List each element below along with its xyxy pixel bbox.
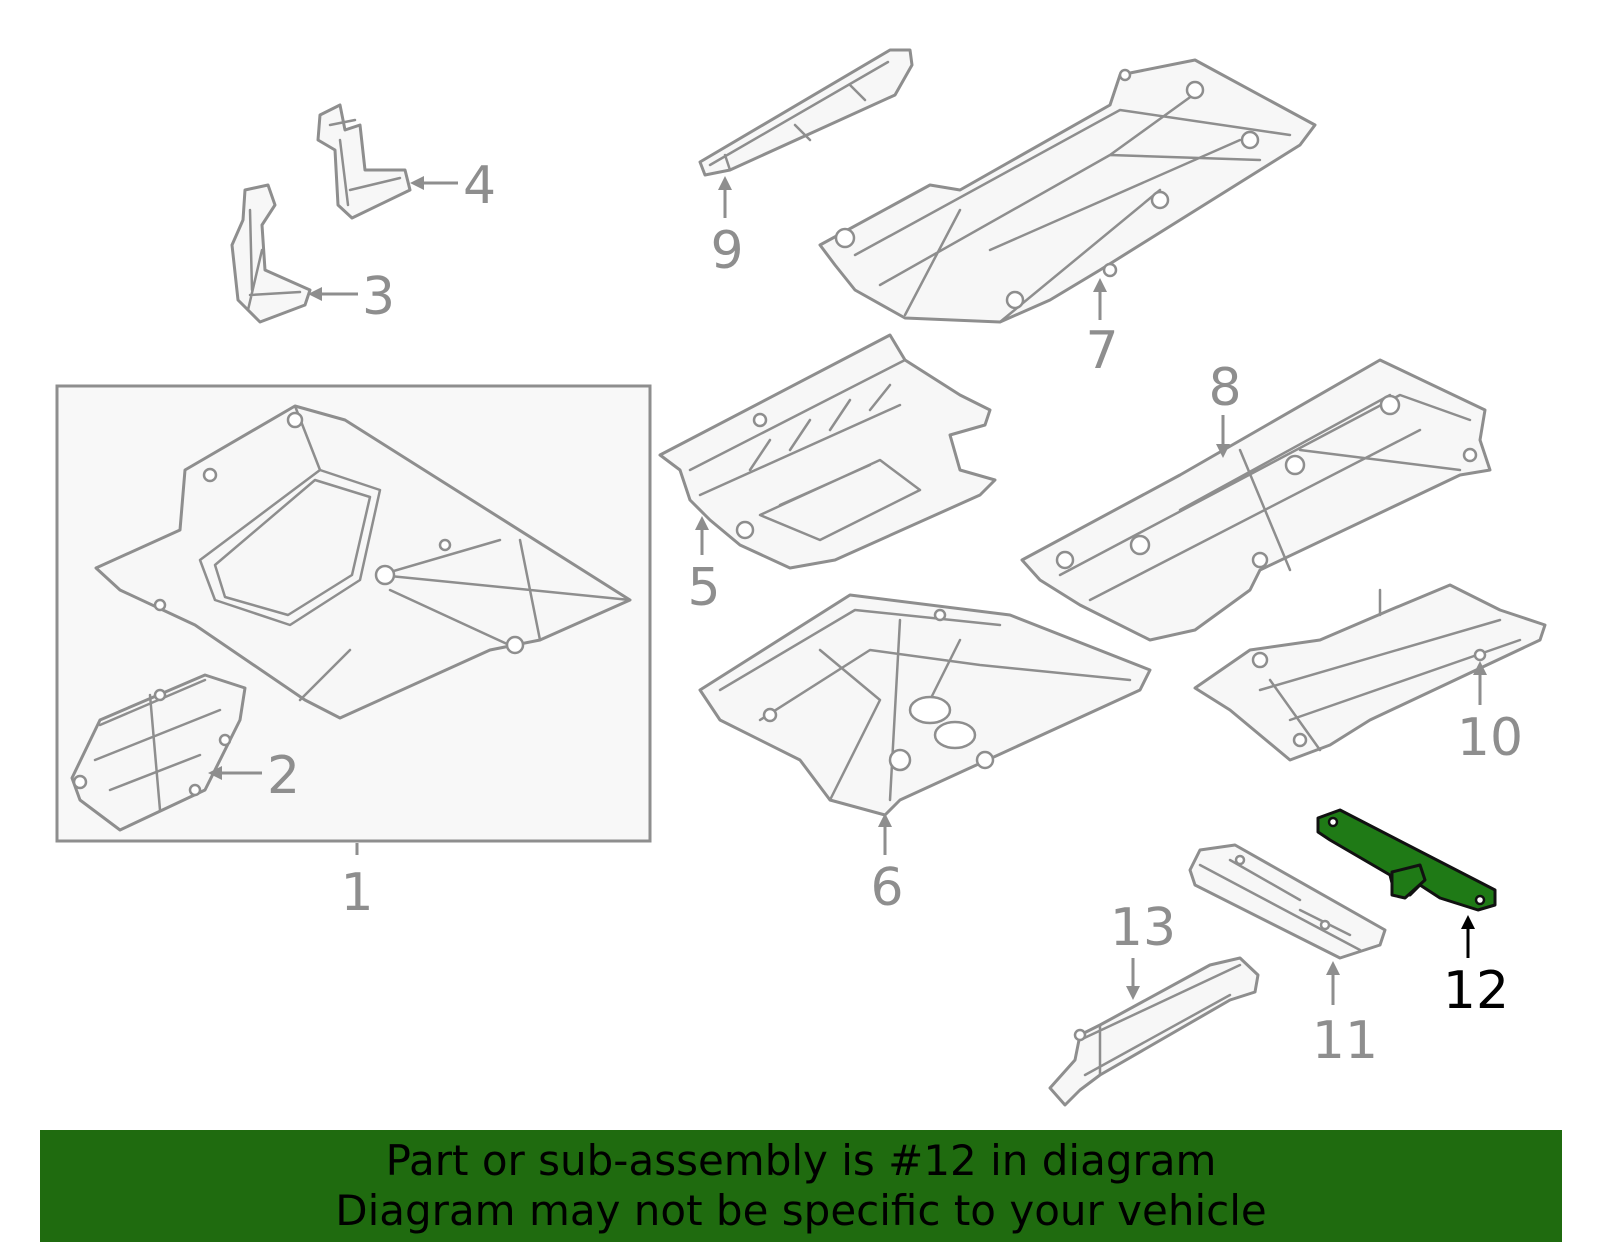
callout-7: 7 xyxy=(1085,278,1119,381)
callout-13-label: 13 xyxy=(1110,898,1176,958)
info-banner: Part or sub-assembly is #12 in diagram D… xyxy=(40,1130,1562,1242)
callout-10: 10 xyxy=(1457,661,1523,768)
part-6-shield[interactable] xyxy=(698,593,1152,817)
part-1-underbody-shield[interactable] xyxy=(94,404,632,720)
callout-5: 5 xyxy=(687,516,721,618)
callout-11-label: 11 xyxy=(1312,1011,1378,1071)
callout-5-label: 5 xyxy=(687,558,720,618)
callout-11: 11 xyxy=(1312,961,1378,1071)
part-5-shield[interactable] xyxy=(658,333,997,570)
banner-line-1: Part or sub-assembly is #12 in diagram xyxy=(385,1136,1217,1185)
callout-8-label: 8 xyxy=(1208,358,1241,418)
part-13-bracket[interactable] xyxy=(1048,956,1260,1107)
part-9-rail[interactable] xyxy=(698,48,914,177)
callout-7-label: 7 xyxy=(1085,321,1118,381)
part-10-shield[interactable] xyxy=(1193,583,1547,762)
callout-12-label: 12 xyxy=(1443,961,1509,1021)
callout-2-label: 2 xyxy=(267,746,300,806)
callout-6: 6 xyxy=(870,813,904,918)
callout-2: 2 xyxy=(208,746,300,806)
callout-9-label: 9 xyxy=(710,221,743,281)
banner-line-2: Diagram may not be specific to your vehi… xyxy=(335,1186,1267,1235)
part-4-bracket[interactable] xyxy=(316,103,412,220)
callout-13: 13 xyxy=(1110,898,1176,1000)
part-3-bracket[interactable] xyxy=(230,183,312,324)
callout-1-label: 1 xyxy=(340,863,373,923)
part-11-bracket[interactable] xyxy=(1188,843,1387,960)
part-2-shield[interactable] xyxy=(70,673,247,832)
callout-4: 4 xyxy=(410,156,496,216)
callout-3-label: 3 xyxy=(362,267,395,327)
part-12-highlighted-bracket[interactable] xyxy=(1316,808,1497,912)
callout-6-label: 6 xyxy=(870,858,903,918)
callout-4-label: 4 xyxy=(463,156,496,216)
callout-3: 3 xyxy=(308,267,395,327)
callout-12: 12 xyxy=(1443,915,1509,1021)
callout-8: 8 xyxy=(1208,358,1242,458)
callout-9: 9 xyxy=(710,176,744,281)
part-8-shield[interactable] xyxy=(1020,358,1492,642)
part-7-shield[interactable] xyxy=(818,58,1317,324)
callout-1: 1 xyxy=(340,843,374,923)
callout-10-label: 10 xyxy=(1457,708,1523,768)
